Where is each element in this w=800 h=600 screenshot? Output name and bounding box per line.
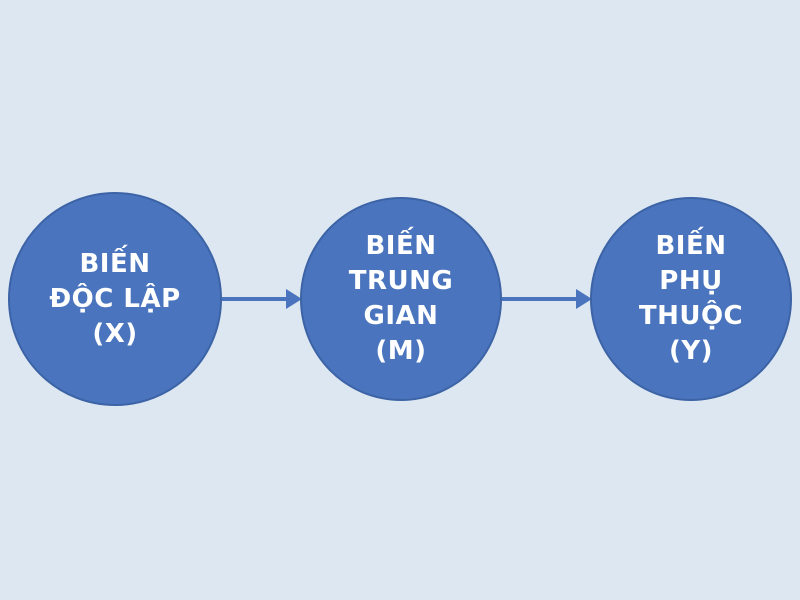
- node-y-line-1: BIẾN: [655, 231, 727, 261]
- node-x-line-1: BIẾN: [79, 248, 151, 279]
- node-dependent-variable: BIẾN PHỤ THUỘC (Y): [590, 197, 792, 401]
- node-y-line-4: (Y): [668, 336, 714, 366]
- node-mediator-variable: BIẾN TRUNG GIAN (M): [300, 197, 502, 401]
- node-x-line-2: ĐỘC LẬP: [49, 283, 181, 314]
- node-m-line-3: GIAN: [363, 301, 439, 331]
- arrowhead-icon: [286, 289, 302, 309]
- node-y-line-3: THUỘC: [638, 301, 744, 331]
- arrowhead-icon: [576, 289, 592, 309]
- node-independent-variable: BIẾN ĐỘC LẬP (X): [8, 192, 222, 406]
- arrow-m-to-y: [502, 289, 592, 309]
- node-y-line-2: PHỤ: [659, 266, 723, 296]
- node-x-line-3: (X): [92, 318, 138, 349]
- node-m-line-2: TRUNG: [348, 266, 454, 296]
- arrow-x-to-m: [222, 289, 302, 309]
- node-m-line-4: (M): [375, 336, 427, 366]
- node-m-line-1: BIẾN: [365, 231, 437, 261]
